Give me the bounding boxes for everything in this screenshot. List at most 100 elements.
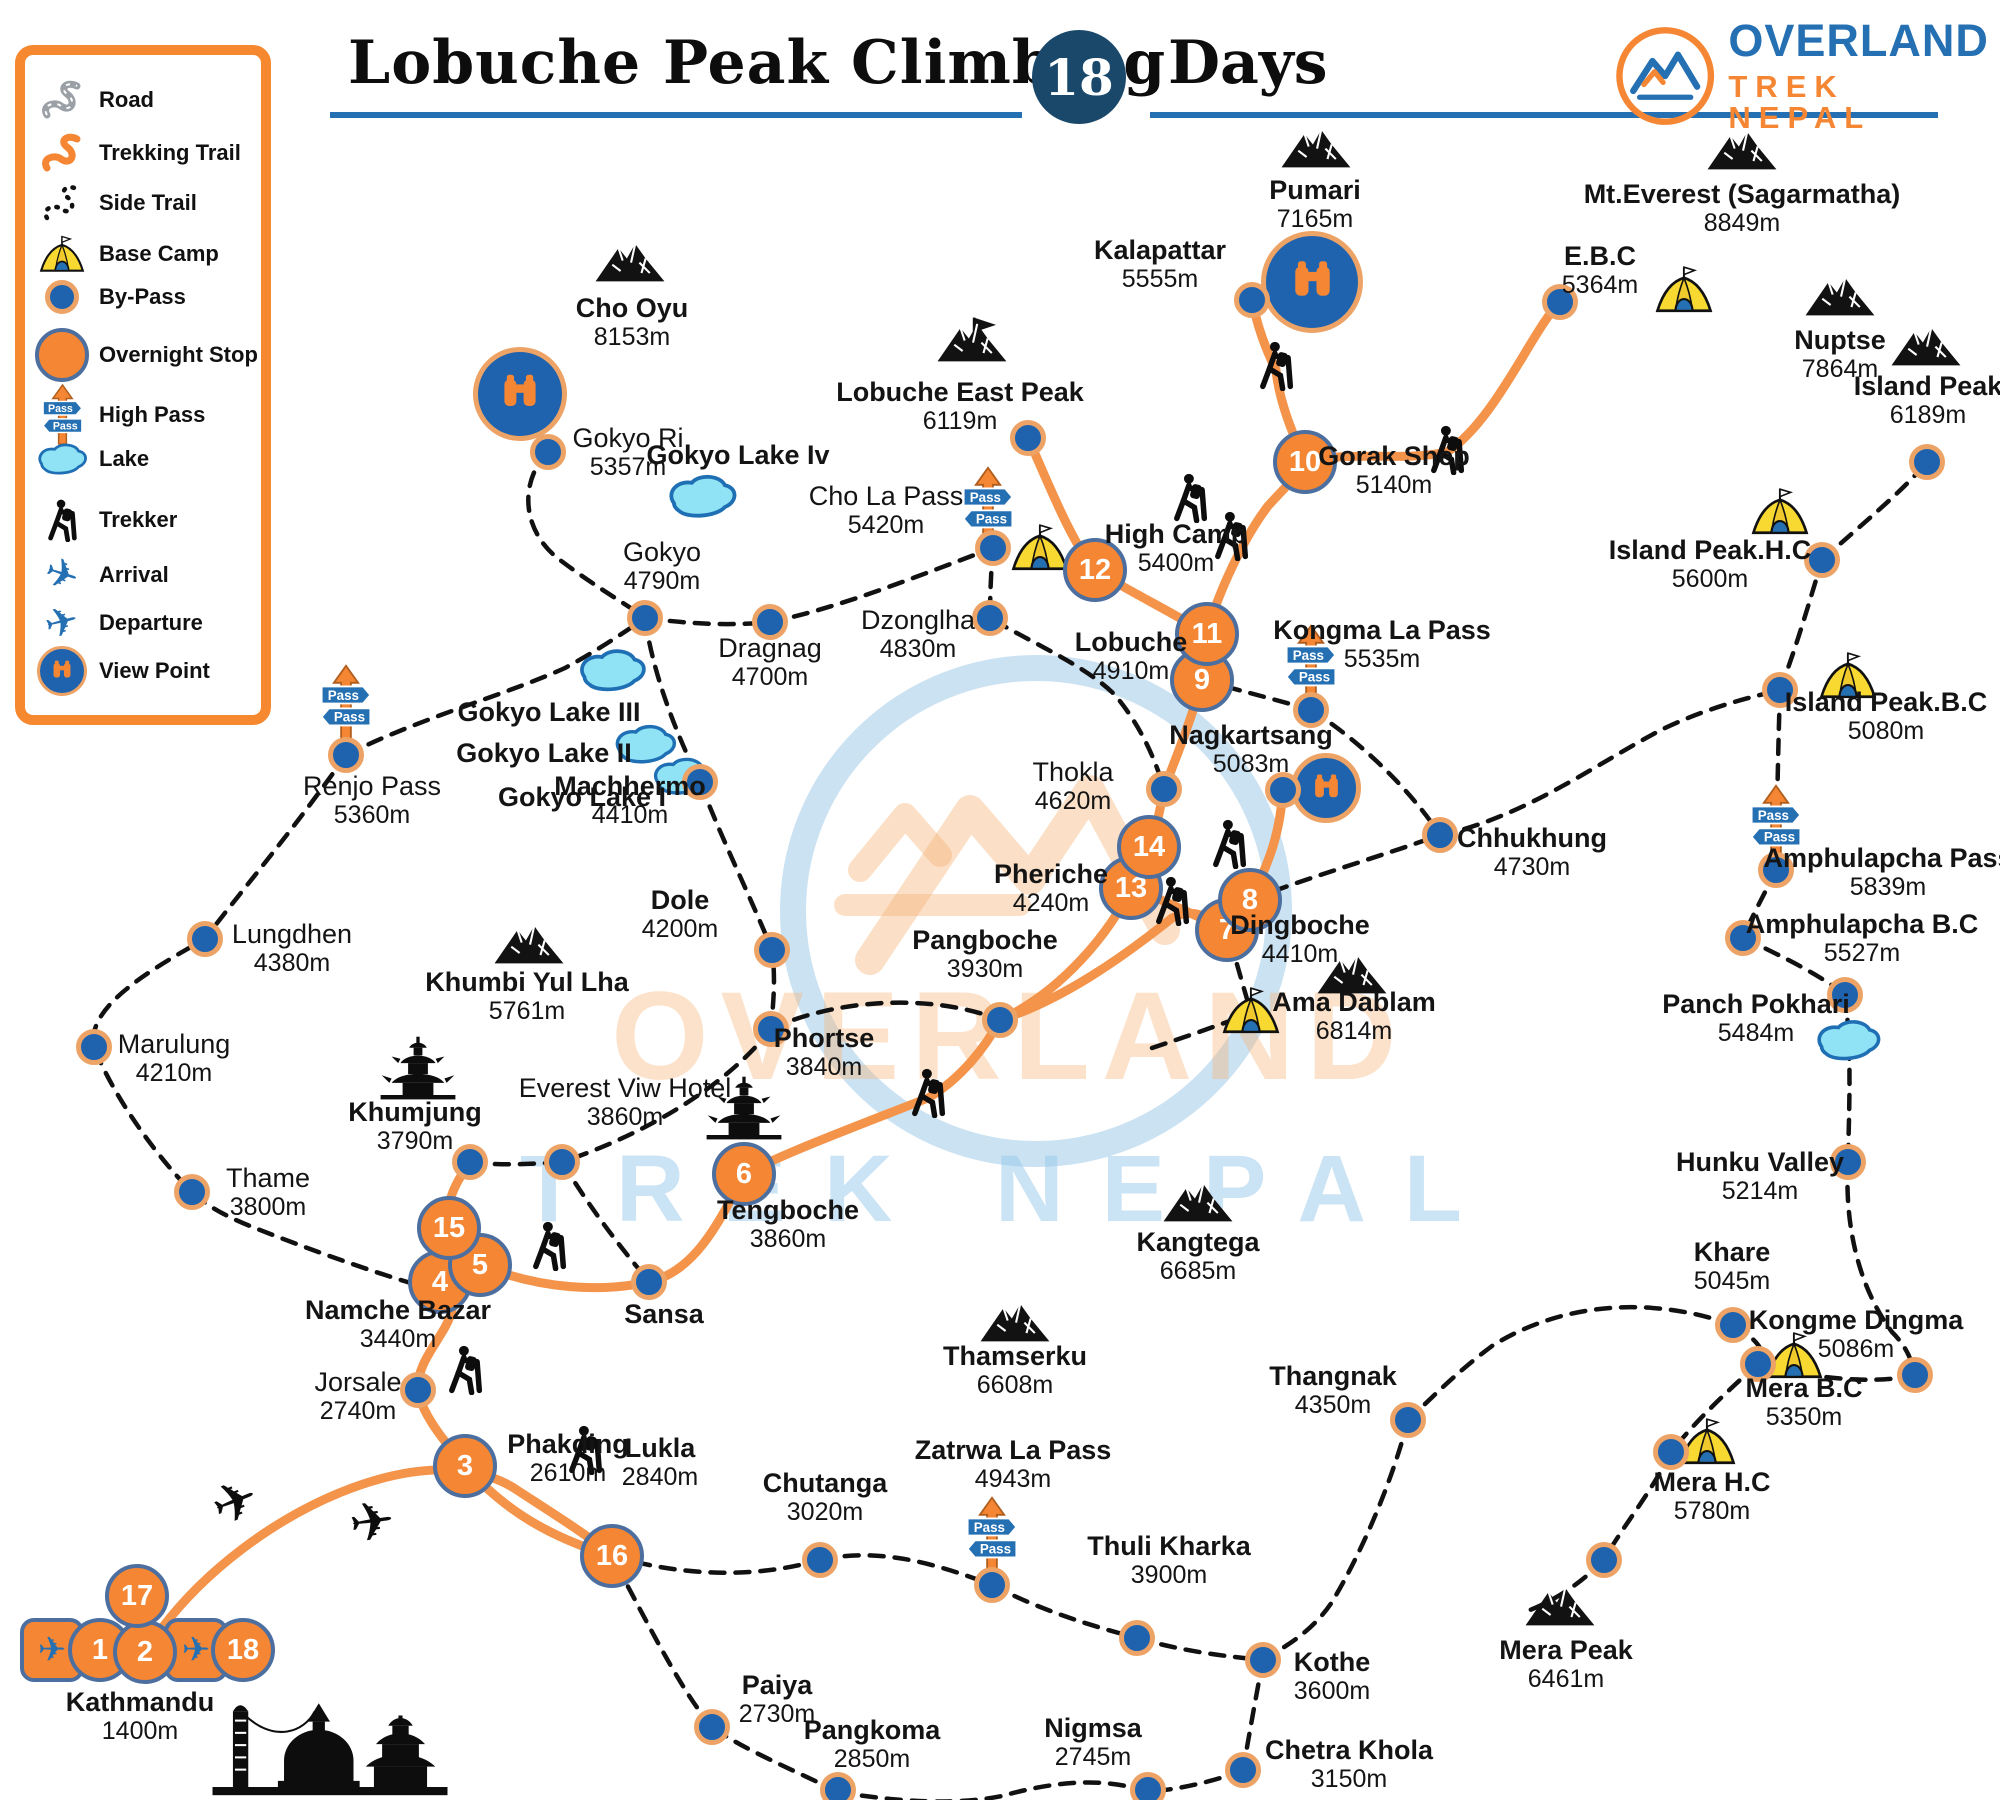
place-elevation: 4910m: [1092, 657, 1170, 686]
by-pass-node-island-peak-hc: [1804, 542, 1840, 578]
by-pass-node-sansa: [631, 1264, 667, 1300]
overnight-stop-15: 15: [417, 1196, 481, 1260]
place-elevation: 3800m: [229, 1193, 307, 1222]
by-pass-node-dole: [754, 932, 790, 968]
legend-item-label: Arrival: [99, 562, 169, 587]
legend-item-road: Road: [33, 79, 154, 121]
mountain-icon-thamserku: [976, 1296, 1054, 1349]
place-name: Cho Oyu: [575, 292, 689, 323]
place-elevation: 2745m: [1054, 1743, 1132, 1772]
place-name: Kongme Dingma: [1748, 1304, 1964, 1335]
monastery-icon-khumjung-monastery: [376, 1035, 460, 1106]
place-elevation: 4350m: [1294, 1391, 1372, 1420]
place-elevation: 3930m: [946, 955, 1024, 984]
svg-text:Pass: Pass: [1299, 670, 1330, 685]
svg-text:Pass: Pass: [1758, 808, 1789, 823]
place-elevation: 7864m: [1801, 355, 1879, 384]
place-name: Dragnag: [718, 632, 822, 663]
place-elevation: 4943m: [974, 1465, 1052, 1494]
place-name: Dzonglha: [860, 604, 976, 635]
place-name: Paiya: [741, 1669, 813, 1700]
trekker-icon-0: [1254, 340, 1298, 396]
trekking-trail-path-4: [739, 1015, 1005, 1179]
legend-item-label: Trekking Trail: [99, 140, 241, 165]
place-elevation: 3600m: [1293, 1677, 1371, 1706]
legend-item-arrival: ✈ Arrival: [33, 548, 169, 602]
trekker-icon-3: [1209, 510, 1253, 566]
label-gokyo-lake-ii: Gokyo Lake II: [456, 738, 632, 768]
legend-item-label: Side Trail: [99, 190, 197, 215]
trekker-icon-8: [443, 1344, 487, 1400]
place-elevation: 5350m: [1765, 1403, 1843, 1432]
mountain-icon-khumbi-yul-lha: [490, 918, 568, 971]
by-pass-node-chutanga: [802, 1542, 838, 1578]
overnight-stop-6: 6: [712, 1142, 776, 1206]
place-name: Amphulapcha B.C: [1745, 908, 1979, 939]
place-name: Gokyo Lake Iv: [646, 439, 830, 470]
trekker-icon-4: [1207, 818, 1251, 874]
overnight-stop-3: 3: [433, 1434, 497, 1498]
legend-item-trekking-trail: Trekking Trail: [33, 132, 241, 174]
place-name: Kangtega: [1136, 1226, 1260, 1257]
place-elevation: 3900m: [1130, 1561, 1208, 1590]
place-elevation: 2740m: [319, 1397, 397, 1426]
trekker-icon-6: [906, 1067, 950, 1123]
base-camp-tent-icon-mera-bc-camp: [1762, 1330, 1826, 1386]
by-pass-node-kongma-la-pass: [1293, 692, 1329, 728]
overnight-stop-18: 18: [211, 1618, 275, 1682]
place-elevation: 4210m: [135, 1059, 213, 1088]
mountain-icon-lobuche-east-peak: [933, 316, 1011, 369]
trekker-icon: [33, 498, 91, 542]
company-logo: OVERLAND TREK NEPAL: [1612, 18, 2000, 133]
overnight-stop-11: 11: [1175, 602, 1239, 666]
place-elevation: 2610m: [529, 1459, 607, 1488]
trekking-trail-icon: [33, 132, 91, 174]
days-underline: [1150, 112, 1938, 118]
base-camp-tent-icon-ebc-camp: [1652, 264, 1716, 320]
arrival-icon: ✈: [39, 548, 85, 602]
legend-item-label: By-Pass: [99, 284, 186, 309]
overnight-stop-2: 2: [113, 1620, 177, 1684]
place-name: Gokyo: [622, 536, 702, 567]
place-elevation: 5086m: [1817, 1335, 1895, 1364]
place-name: Phakding: [507, 1428, 629, 1459]
place-elevation: 5080m: [1847, 717, 1925, 746]
legend-item-trekker: Trekker: [33, 498, 177, 542]
place-elevation: 2730m: [738, 1700, 816, 1729]
place-name: Lukla: [624, 1432, 696, 1463]
place-name: Renjo Pass: [302, 770, 442, 801]
side-trail-path-4: [1199, 459, 1930, 1613]
place-name: Dole: [650, 884, 710, 915]
by-pass-node-kothe: [1245, 1642, 1281, 1678]
place-name: Chetra Khola: [1264, 1734, 1434, 1765]
trekking-trail-path-3: [475, 1169, 749, 1293]
place-name: Hunku Valley: [1675, 1146, 1845, 1177]
place-name: Gokyo Lake III: [457, 696, 641, 727]
side-trail-path-3: [467, 615, 1003, 1285]
place-name: Gokyo Lake I: [497, 781, 667, 812]
flight-plane-icon-1: ✈: [345, 1489, 399, 1556]
svg-text:Pass: Pass: [47, 403, 72, 415]
by-pass-node-phortse: [753, 1011, 789, 1047]
place-elevation: 4830m: [879, 635, 957, 664]
place-name: Everest Viw Hotel: [518, 1072, 732, 1103]
place-name: Nuptse: [1794, 324, 1886, 355]
side-trail-path-0: [91, 615, 648, 1287]
by-pass-node-lobuche-east-peak: [1010, 420, 1046, 456]
by-pass-node-hunku-valley: [1830, 1144, 1866, 1180]
